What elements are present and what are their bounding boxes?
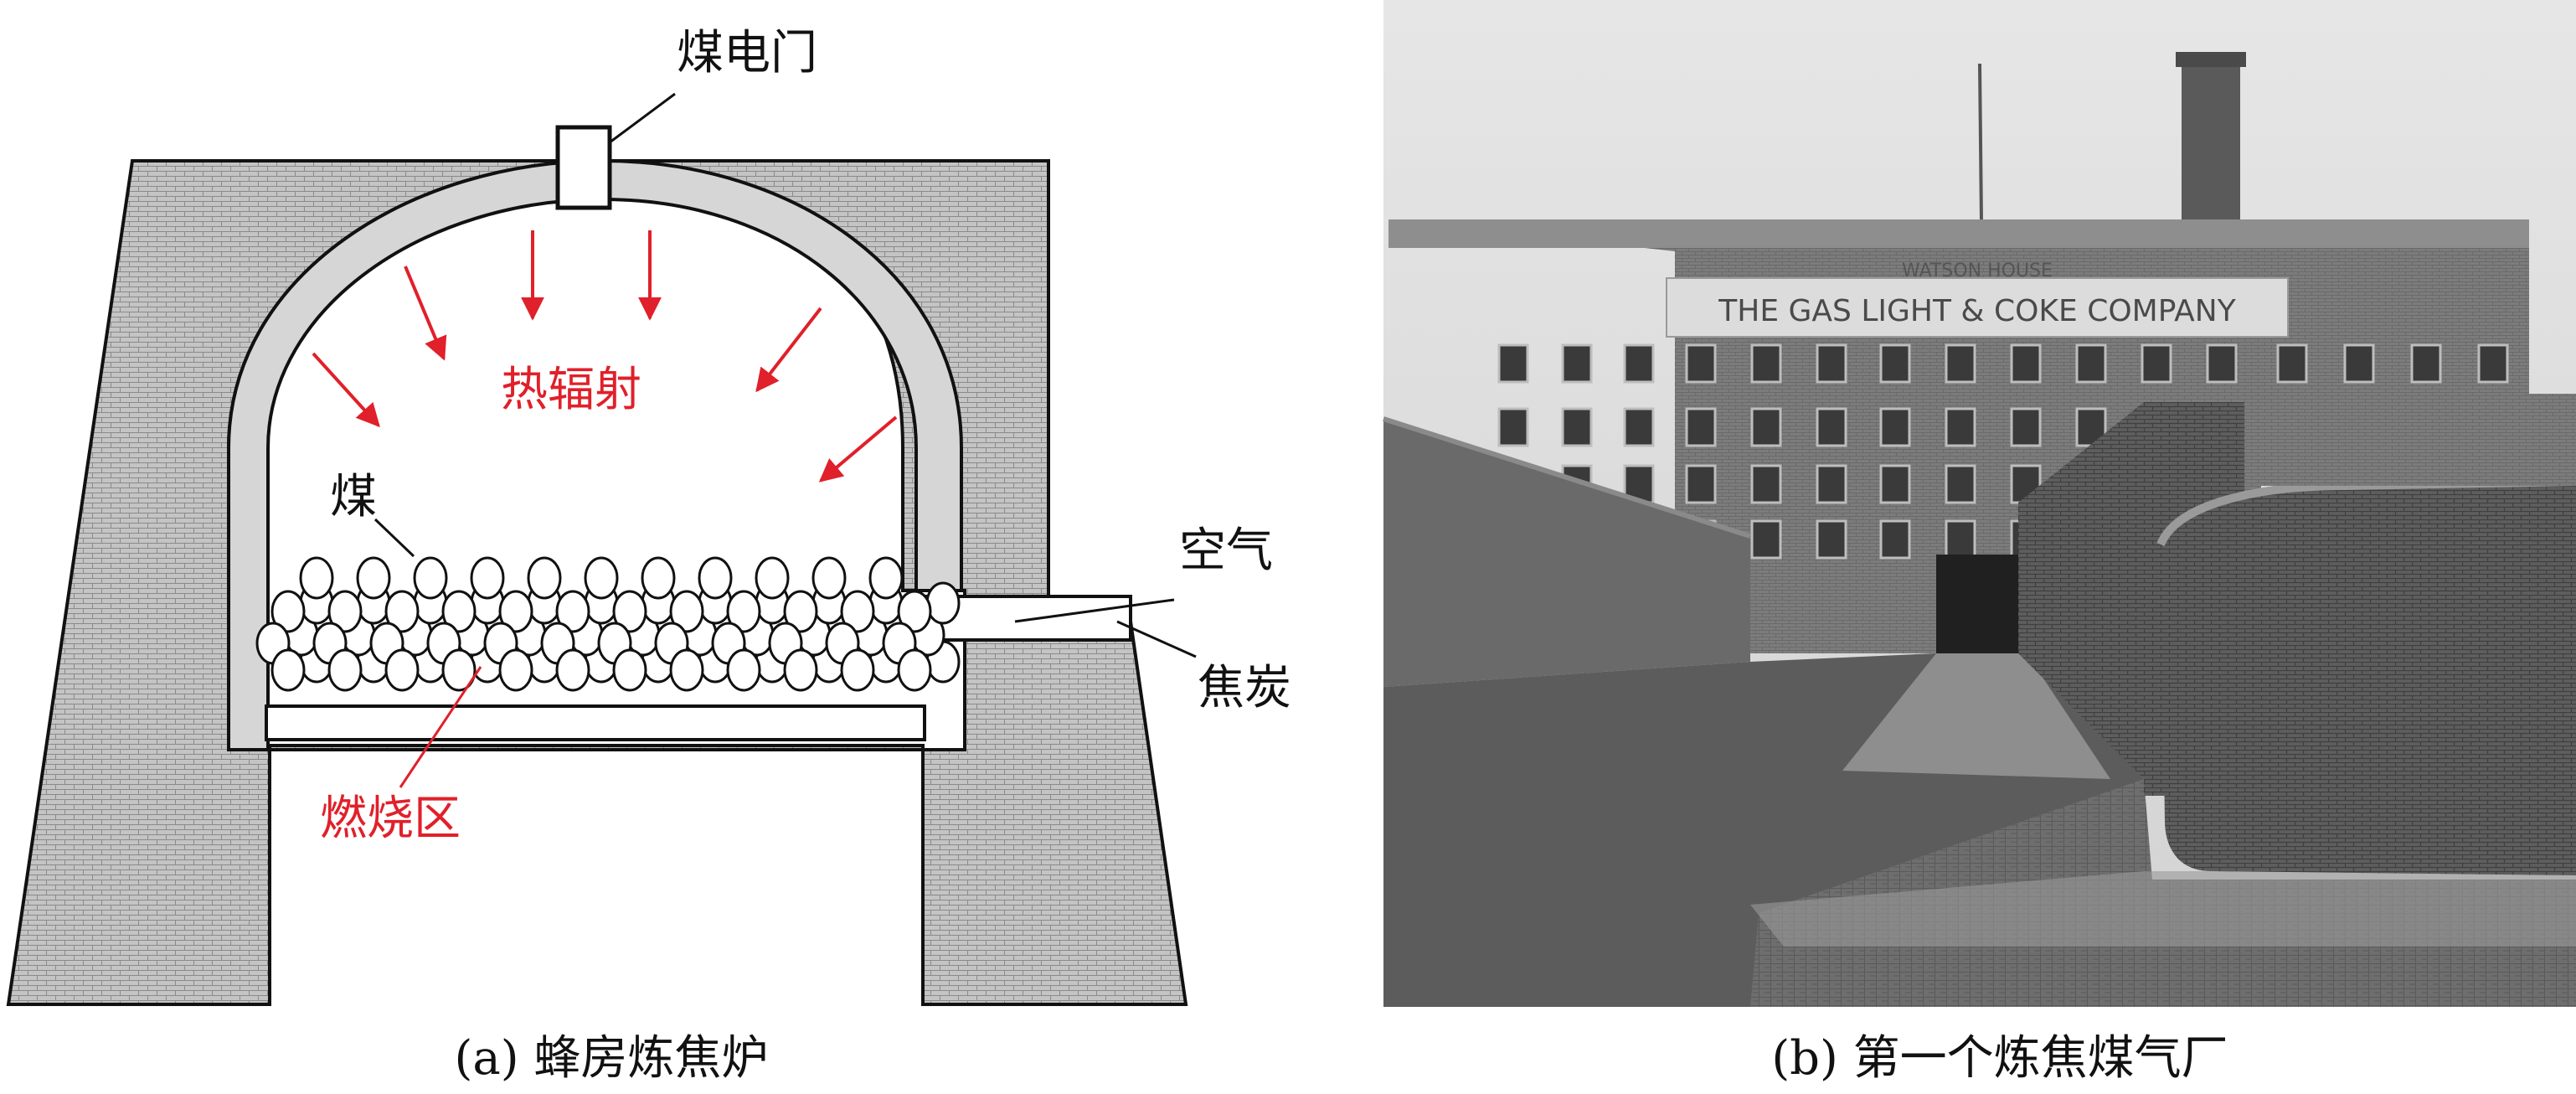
building-window [1687,409,1715,446]
building-window [1563,345,1591,382]
coal-lump [728,650,760,690]
coal-lump [471,558,503,598]
coal-lump [870,558,902,598]
label-coal-door: 煤电门 [677,26,817,80]
building-window [1499,409,1528,446]
label-combustion-zone: 燃烧区 [320,792,461,846]
label-air: 空气 [1179,524,1273,578]
building-window [1563,409,1591,446]
building-window [1625,409,1653,446]
caption-b: (b) 第一个炼焦煤气厂 [1771,1031,2228,1086]
building-window [1946,466,1975,503]
building-window [2412,345,2440,382]
coal-lump [301,558,332,598]
coal-lump [785,650,817,690]
coal-lump [585,558,617,598]
building-window [1752,345,1780,382]
building-window [1752,409,1780,446]
building-window [1752,466,1780,503]
coal-door-leader [610,94,675,142]
building-window [1881,409,1909,446]
caption-a: (a) 蜂房炼焦炉 [455,1031,769,1086]
coal-lump [358,558,389,598]
coal-lump [500,650,532,690]
right-wall-near [2161,482,2576,875]
building-window [1817,466,1846,503]
radiation-arrow [821,417,896,481]
coal-lump [415,558,446,598]
entrance [1936,555,2020,655]
building-window [1752,521,1780,558]
coal-door [558,127,610,208]
oven-floor-slab [266,706,925,740]
building-window [1946,345,1975,382]
radiation-arrow [757,308,821,390]
building-window [1881,521,1909,558]
coal-lump [899,650,930,690]
building-window [1687,466,1715,503]
coal-lump [671,650,703,690]
building-window [2012,345,2040,382]
coal-lump [927,583,959,623]
building-window [2012,409,2040,446]
coal-leader [375,519,414,556]
label-coal: 煤 [330,470,377,524]
building-window [1881,466,1909,503]
sign-top-text: WATSON HOUSE [1902,261,2053,281]
building-window [1687,345,1715,382]
coal-lump [756,558,788,598]
coal-lump [386,650,418,690]
coal-pile [257,558,959,690]
radiation-arrow [405,266,444,359]
building-window [1881,345,1909,382]
label-coke: 焦炭 [1198,661,1291,715]
coal-lump [699,558,731,598]
building-window [1817,521,1846,558]
building-window [1817,409,1846,446]
building-window [2208,345,2236,382]
building-window [2077,345,2105,382]
building-window [1817,345,1846,382]
coal-lump [557,650,589,690]
coal-lump [842,650,873,690]
coal-lump [642,558,674,598]
coal-lump [528,558,560,598]
figure-a-beehive-oven: 煤电门 热辐射 煤 空气 焦炭 燃烧区 (a) 蜂房炼焦炉 [8,26,1291,1086]
building-window [1625,345,1653,382]
building-window [1499,345,1528,382]
building-window [1946,521,1975,558]
figure-b-gas-works-photo: WATSON HOUSE THE GAS LIGHT & COKE COMPAN… [1383,0,2576,1086]
building-window [1946,409,1975,446]
label-heat-radiation: 热辐射 [501,363,641,417]
radiation-arrow [313,353,379,426]
coal-lump [272,650,304,690]
building-window [2345,345,2373,382]
heat-radiation-arrows [313,230,896,481]
building-window [2142,345,2171,382]
coal-lump [813,558,845,598]
building-window [2479,345,2507,382]
coal-lump [329,650,361,690]
building-window [2278,345,2306,382]
sign-main-text: THE GAS LIGHT & COKE COMPANY [1718,294,2236,328]
flagpole [1980,64,1981,222]
coal-lump [614,650,646,690]
